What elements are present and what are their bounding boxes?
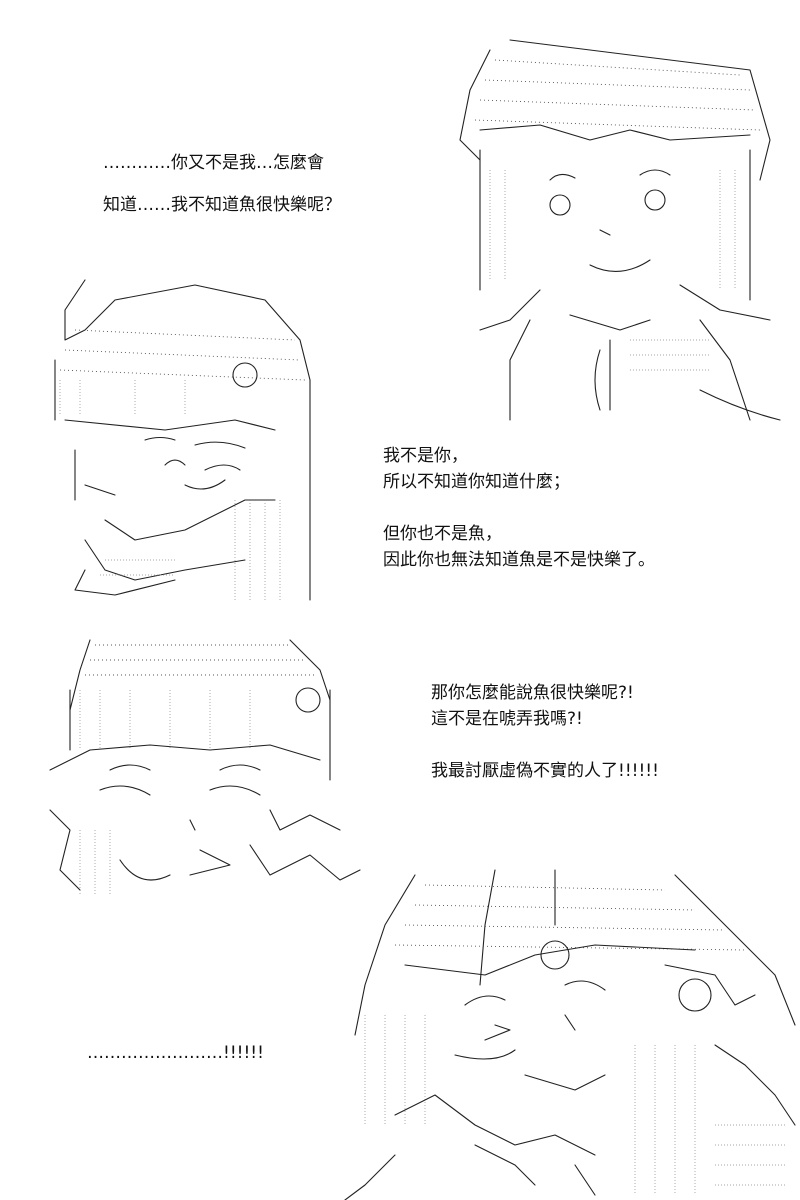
ascii-art-character-bottom-right xyxy=(335,865,800,1200)
caption-line: 我最討厭虛偽不實的人了!!!!!! xyxy=(431,761,659,781)
caption-line: 因此你也無法知道魚是不是快樂了。 xyxy=(383,550,655,570)
caption-line: ……………………!!!!!! xyxy=(87,1043,264,1063)
ascii-art-drawing xyxy=(344,869,796,1200)
ascii-art-drawing xyxy=(459,39,781,421)
caption-line: …………你又不是我…怎麼會 xyxy=(103,153,324,173)
caption-panel-2: 我不是你， 所以不知道你知道什麼； 但你也不是魚， 因此你也無法知道魚是不是快樂… xyxy=(383,443,655,573)
caption-panel-4: ……………………!!!!!! xyxy=(87,1040,264,1066)
caption-line: 這不是在唬弄我嗎?! xyxy=(431,709,583,729)
caption-line: 但你也不是魚， xyxy=(383,524,502,544)
ascii-art-character-middle-left xyxy=(40,630,370,905)
caption-panel-3: 那你怎麼能說魚很快樂呢?! 這不是在唬弄我嗎?! 我最討厭虛偽不實的人了!!!!… xyxy=(431,680,659,784)
caption-panel-1: …………你又不是我…怎麼會 知道……我不知道魚很快樂呢？ xyxy=(103,150,341,218)
ascii-art-character-top-right xyxy=(450,30,790,430)
caption-line: 所以不知道你知道什麼； xyxy=(383,472,570,492)
caption-line: 那你怎麼能說魚很快樂呢?! xyxy=(431,683,634,703)
ascii-art-character-left xyxy=(45,270,320,610)
ascii-art-drawing xyxy=(54,279,311,601)
caption-line: 我不是你， xyxy=(383,446,468,466)
caption-spacer xyxy=(431,732,659,758)
ascii-art-drawing xyxy=(49,639,361,895)
caption-spacer xyxy=(383,495,655,521)
caption-line: 知道……我不知道魚很快樂呢？ xyxy=(103,195,341,215)
